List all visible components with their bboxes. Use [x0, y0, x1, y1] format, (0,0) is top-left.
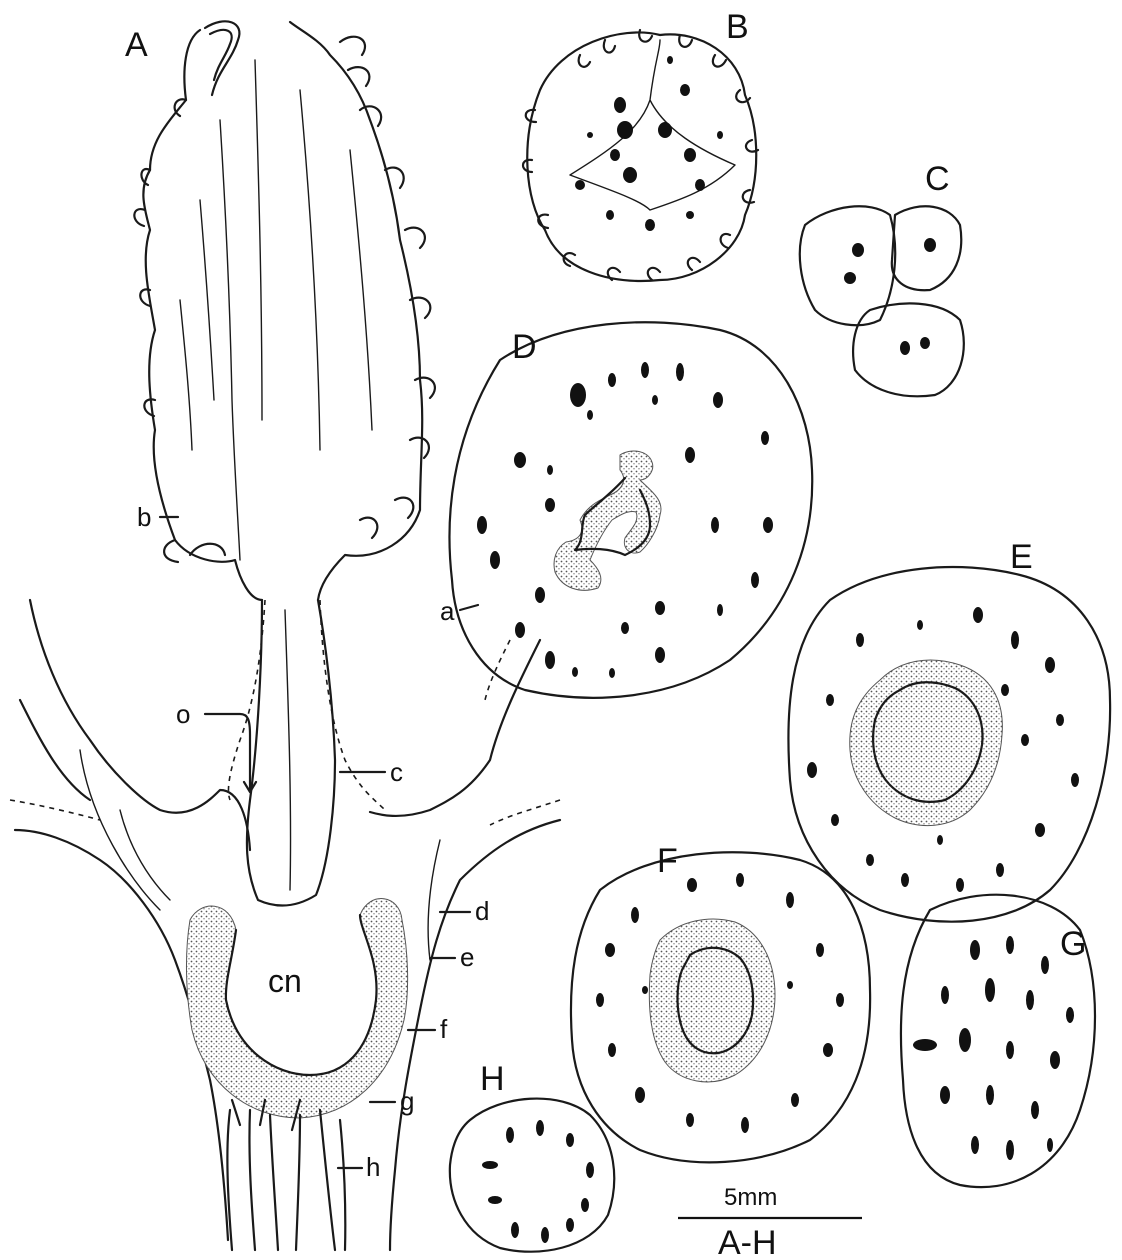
label-g: g — [400, 1086, 414, 1116]
panel-label-e: E — [1010, 538, 1033, 576]
label-o: o — [176, 699, 190, 729]
label-d: d — [475, 896, 489, 926]
label-f: f — [440, 1014, 448, 1044]
label-cn: cn — [268, 963, 302, 999]
scale-bar-panels: A-H — [718, 1224, 777, 1260]
scale-bar: 5mm A-H — [678, 1184, 862, 1260]
panel-f-drawing — [571, 852, 870, 1162]
panel-e-drawing — [788, 567, 1110, 922]
scale-bar-length: 5mm — [724, 1184, 777, 1211]
panel-a-drawing — [10, 21, 560, 1250]
panel-label-h: H — [480, 1060, 505, 1098]
label-h: h — [366, 1152, 380, 1182]
label-c: c — [390, 757, 403, 787]
label-a: a — [440, 596, 455, 626]
panel-label-f: F — [657, 842, 678, 880]
panel-label-d: D — [512, 328, 537, 366]
panel-c-drawing — [800, 206, 964, 396]
panel-label-a: A — [125, 26, 148, 64]
label-e: e — [460, 942, 474, 972]
label-b: b — [137, 502, 151, 532]
panel-b-drawing — [523, 30, 758, 281]
panel-label-b: B — [726, 8, 749, 46]
panel-label-c: C — [925, 160, 950, 198]
panel-label-g: G — [1060, 925, 1086, 963]
panel-d-drawing — [449, 322, 812, 698]
panel-h-drawing — [450, 1099, 614, 1252]
